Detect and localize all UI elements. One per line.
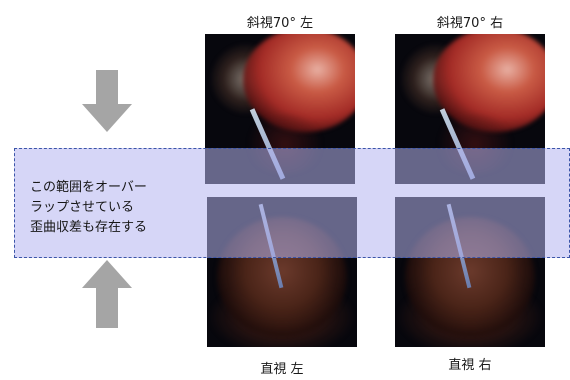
overlap-note-line-2: ラップさせている — [30, 198, 200, 218]
direct-left-caption: 直視 左 — [207, 358, 357, 377]
oblique-left-caption: 斜視70° 左 — [205, 12, 355, 31]
overlap-note-line-1: この範囲をオーバー — [30, 178, 200, 198]
overlap-note-line-3: 歪曲収差も存在する — [30, 218, 200, 238]
overlap-note: この範囲をオーバー ラップさせている 歪曲収差も存在する — [30, 178, 200, 238]
up-arrow-icon — [82, 260, 132, 328]
down-arrow-icon — [82, 70, 132, 132]
oblique-right-caption: 斜視70° 右 — [395, 12, 545, 31]
direct-right-caption: 直視 右 — [395, 354, 545, 373]
